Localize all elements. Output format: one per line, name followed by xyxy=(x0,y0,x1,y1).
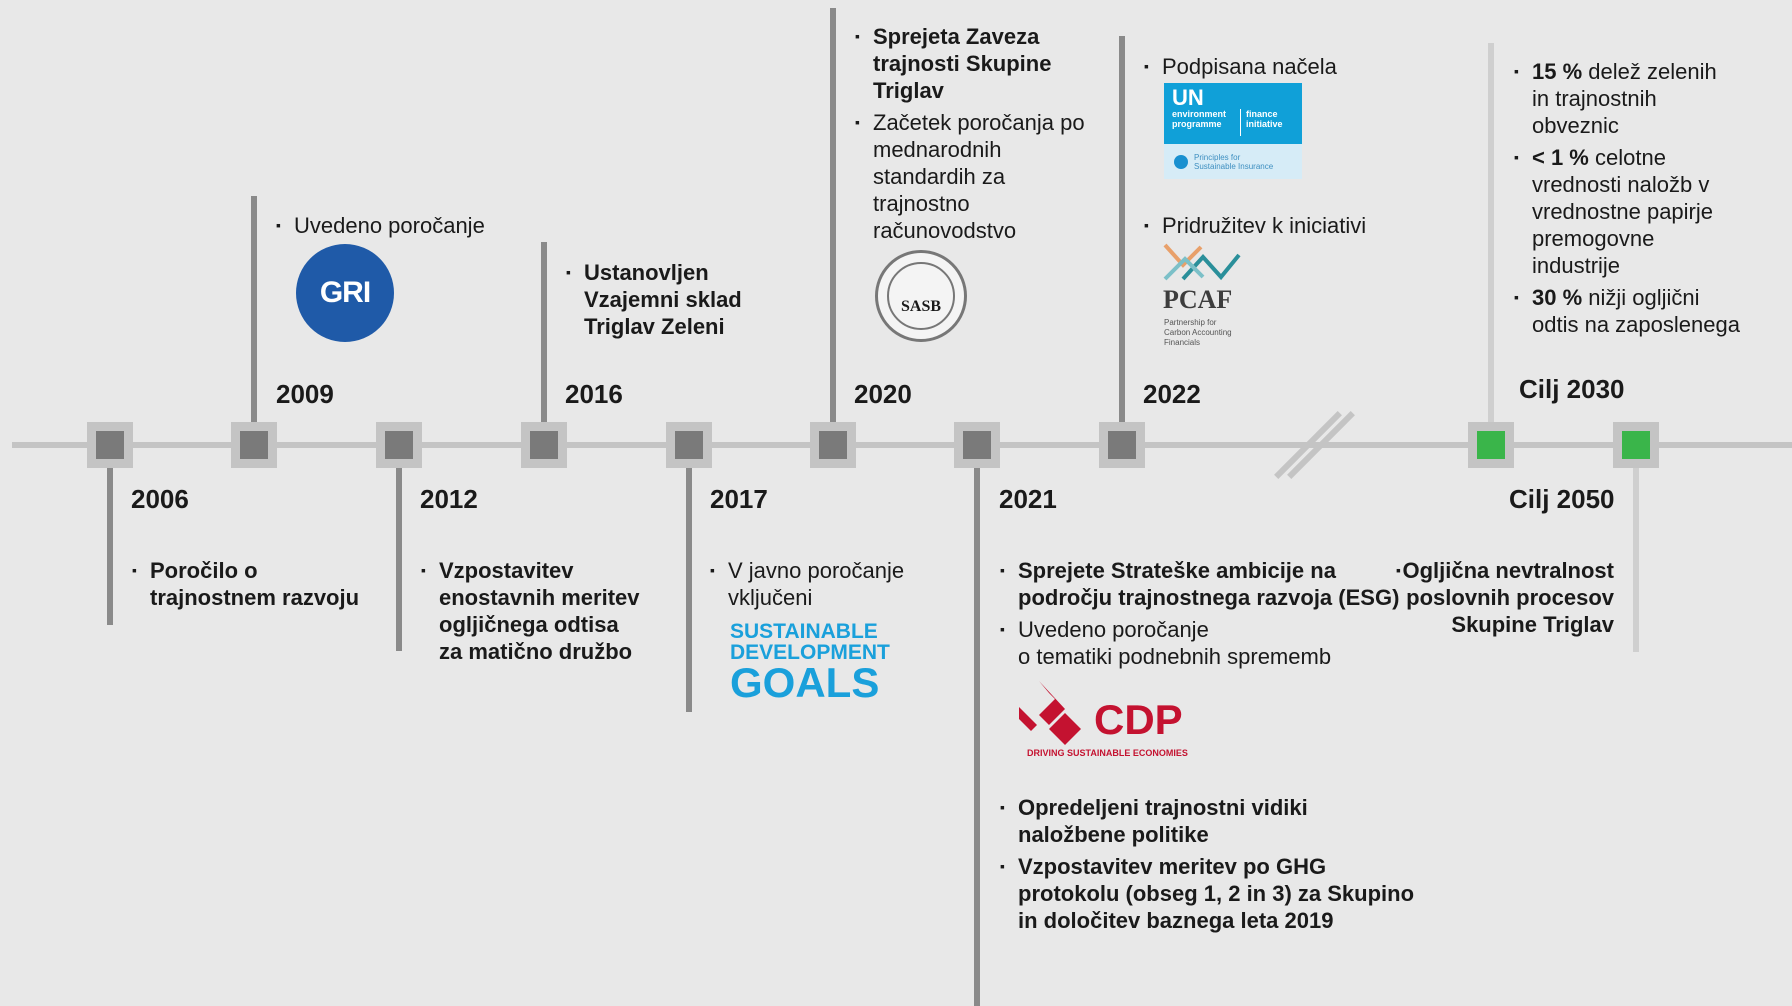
node-2022 xyxy=(1099,422,1145,468)
node-2006 xyxy=(87,422,133,468)
event-2022-b: Pridružitev k iniciativi xyxy=(1144,212,1366,239)
stem-2030 xyxy=(1488,43,1494,446)
node-2021 xyxy=(954,422,1000,468)
year-label-2022: 2022 xyxy=(1143,379,1201,409)
stem-2050 xyxy=(1633,445,1639,652)
node-2030 xyxy=(1468,422,1514,468)
year-label-cilj-2030: Cilj 2030 xyxy=(1519,374,1625,404)
node-2009 xyxy=(231,422,277,468)
event-2009: Uvedeno poročanje xyxy=(276,212,485,239)
node-2016 xyxy=(521,422,567,468)
cdp-logo: CDP DRIVING SUSTAINABLE ECONOMIES xyxy=(1019,681,1209,759)
cdp-mark-icon xyxy=(1019,681,1081,745)
pcaf-logo: PCAF Partnership for Carbon Accounting F… xyxy=(1163,243,1263,353)
year-label-2016: 2016 xyxy=(565,379,623,409)
gri-logo: GRI xyxy=(296,244,394,342)
year-label-2021: 2021 xyxy=(999,484,1057,514)
stem-2009 xyxy=(251,196,257,446)
sasb-logo: SASB xyxy=(875,250,967,342)
year-label-2006: 2006 xyxy=(131,484,189,514)
psi-drop-icon xyxy=(1174,154,1188,169)
sdg-logo: SUSTAINABLE DEVELOPMENT GOALS xyxy=(730,620,890,706)
timeline-axis xyxy=(12,442,1792,448)
year-label-2017: 2017 xyxy=(710,484,768,514)
year-label-2009: 2009 xyxy=(276,379,334,409)
event-2022: Podpisana načela xyxy=(1144,53,1337,80)
stem-2006 xyxy=(107,445,113,625)
year-label-2012: 2012 xyxy=(420,484,478,514)
stem-2017 xyxy=(686,445,692,712)
pcaf-mark-icon xyxy=(1163,243,1241,281)
stem-2021 xyxy=(974,445,980,1006)
bullet-icon: ▪ xyxy=(1396,562,1401,578)
year-label-2020: 2020 xyxy=(854,379,912,409)
stem-2022 xyxy=(1119,36,1125,446)
node-2020 xyxy=(810,422,856,468)
node-2012 xyxy=(376,422,422,468)
year-label-cilj-2050: Cilj 2050 xyxy=(1509,484,1615,514)
stem-2020 xyxy=(830,8,836,446)
unep-fi-psi-logo: UN environment programme finance initiat… xyxy=(1164,83,1302,179)
stem-2016 xyxy=(541,242,547,446)
stem-2012 xyxy=(396,445,402,651)
node-2017 xyxy=(666,422,712,468)
node-2050 xyxy=(1613,422,1659,468)
